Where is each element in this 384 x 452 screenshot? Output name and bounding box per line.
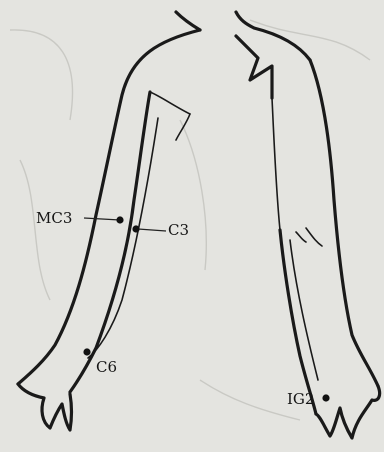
right-armpit-line — [272, 98, 280, 230]
c6-point — [83, 348, 90, 355]
c3-label: C3 — [168, 221, 189, 239]
c6-label: C6 — [96, 358, 117, 376]
mc3-label: MC3 — [36, 209, 72, 227]
right-shoulder-zigzag — [236, 36, 272, 98]
right-hand — [316, 386, 380, 438]
left-forearm-line — [88, 118, 158, 358]
neck-left — [176, 12, 200, 30]
left-hand — [18, 384, 72, 430]
right-elbow-mark — [296, 228, 322, 246]
ig2-point — [322, 394, 329, 401]
right-shoulder-top — [254, 28, 310, 60]
left-arm-inner — [70, 92, 150, 392]
mc3-point — [116, 216, 123, 223]
right-arm-inner — [280, 230, 316, 414]
right-forearm-line — [290, 240, 318, 380]
left-arm-crease — [150, 92, 190, 114]
c3-leader — [138, 229, 166, 231]
mc3-leader — [84, 218, 120, 220]
ig2-label: IG2 — [287, 390, 314, 408]
c3-point — [132, 225, 139, 232]
right-arm-outer — [310, 60, 378, 386]
